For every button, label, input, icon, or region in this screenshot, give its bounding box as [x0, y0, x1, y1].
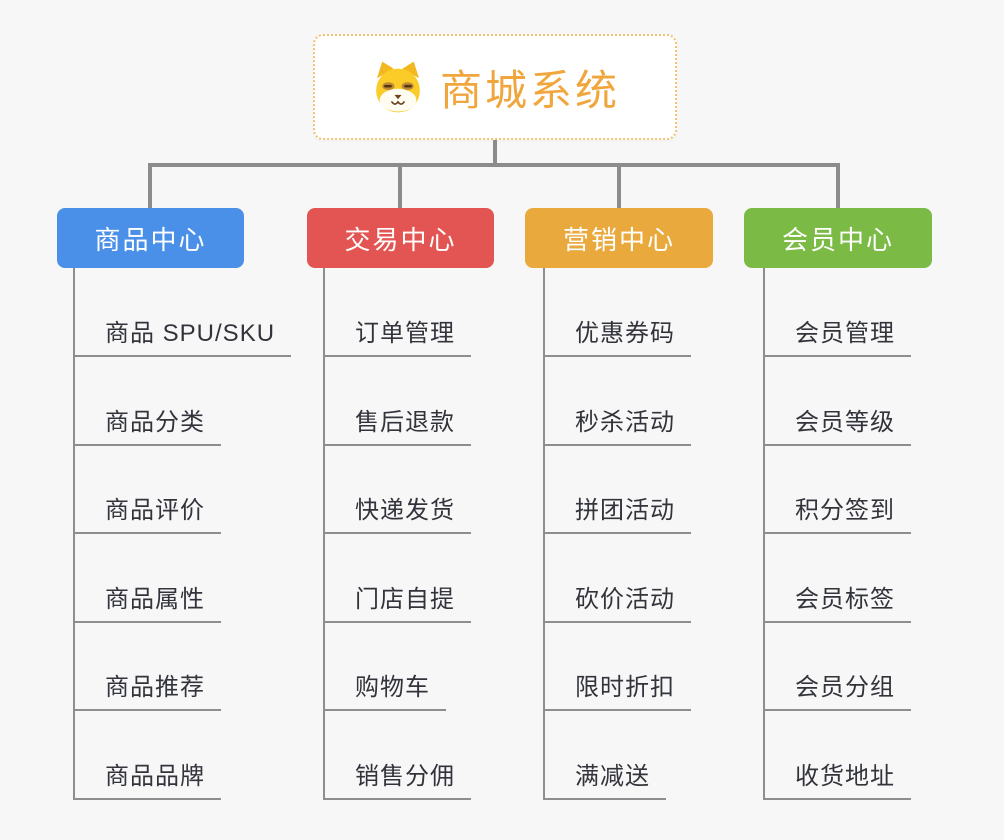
- connector-drop-marketing: [617, 167, 621, 210]
- branch-label: 营销中心: [562, 224, 675, 255]
- leaf-item[interactable]: 商品 SPU/SKU: [73, 317, 292, 357]
- leaf-item[interactable]: 拼团活动: [543, 494, 691, 534]
- leaf-item[interactable]: 砍价活动: [543, 583, 691, 623]
- branch-node-product-center[interactable]: 商品中心: [57, 208, 244, 268]
- branch-trunk-line: [323, 268, 325, 800]
- branch-trunk-line: [543, 268, 545, 800]
- leaf-item[interactable]: 快递发货: [323, 494, 471, 534]
- leaf-item[interactable]: 订单管理: [323, 317, 471, 357]
- root-title: 商城系统: [439, 66, 620, 114]
- leaf-label: 商品属性: [73, 583, 221, 623]
- leaf-label: 商品品牌: [73, 760, 221, 800]
- leaf-label: 会员等级: [763, 406, 911, 446]
- leaf-item[interactable]: 限时折扣: [543, 671, 691, 711]
- leaf-label: 商品分类: [73, 406, 221, 446]
- branch-column-trade: 订单管理 售后退款 快递发货 门店自提 购物车 销售分佣: [323, 268, 573, 802]
- leaf-label: 满减送: [543, 760, 666, 800]
- leaf-item[interactable]: 商品分类: [73, 406, 221, 446]
- root-node[interactable]: 商城系统: [313, 34, 677, 140]
- leaf-label: 门店自提: [323, 583, 471, 623]
- leaf-item[interactable]: 会员标签: [763, 583, 911, 623]
- leaf-item[interactable]: 满减送: [543, 760, 666, 800]
- leaf-item[interactable]: 购物车: [323, 671, 446, 711]
- leaf-item[interactable]: 秒杀活动: [543, 406, 691, 446]
- leaf-label: 购物车: [323, 671, 446, 711]
- branch-column-marketing: 优惠券码 秒杀活动 拼团活动 砍价活动 限时折扣 满减送: [543, 268, 793, 802]
- branch-node-member-center[interactable]: 会员中心: [744, 208, 932, 268]
- leaf-item[interactable]: 会员分组: [763, 671, 911, 711]
- leaf-item[interactable]: 售后退款: [323, 406, 471, 446]
- connector-drop-member: [836, 167, 840, 210]
- branch-trunk-line: [73, 268, 75, 800]
- leaf-item[interactable]: 门店自提: [323, 583, 471, 623]
- leaf-label: 商品评价: [73, 494, 221, 534]
- leaf-label: 限时折扣: [543, 671, 691, 711]
- leaf-item[interactable]: 会员管理: [763, 317, 911, 357]
- leaf-label: 秒杀活动: [543, 406, 691, 446]
- leaf-label: 售后退款: [323, 406, 471, 446]
- leaf-label: 销售分佣: [323, 760, 471, 800]
- leaf-item[interactable]: 商品评价: [73, 494, 221, 534]
- connector-horizontal: [148, 163, 840, 167]
- leaf-item[interactable]: 销售分佣: [323, 760, 471, 800]
- leaf-label: 会员管理: [763, 317, 911, 357]
- leaf-label: 拼团活动: [543, 494, 691, 534]
- leaf-label: 订单管理: [323, 317, 471, 357]
- leaf-item[interactable]: 会员等级: [763, 406, 911, 446]
- leaf-item[interactable]: 优惠券码: [543, 317, 691, 357]
- leaf-label: 会员标签: [763, 583, 911, 623]
- leaf-label: 积分签到: [763, 494, 911, 534]
- branch-label: 会员中心: [781, 224, 894, 255]
- leaf-label: 优惠券码: [543, 317, 691, 357]
- branch-node-trade-center[interactable]: 交易中心: [307, 208, 494, 268]
- leaf-item[interactable]: 收货地址: [763, 760, 911, 800]
- leaf-label: 砍价活动: [543, 583, 691, 623]
- dog-face-icon: [376, 61, 420, 113]
- leaf-label: 商品推荐: [73, 671, 221, 711]
- leaf-label: 商品 SPU/SKU: [73, 317, 292, 357]
- leaf-item[interactable]: 商品属性: [73, 583, 221, 623]
- branch-column-product: 商品 SPU/SKU 商品分类 商品评价 商品属性 商品推荐 商品品牌: [73, 268, 323, 802]
- connector-drop-trade: [398, 167, 402, 210]
- branch-label: 交易中心: [344, 224, 457, 255]
- connector-root-drop: [493, 140, 497, 167]
- leaf-label: 快递发货: [323, 494, 471, 534]
- leaf-item[interactable]: 积分签到: [763, 494, 911, 534]
- leaf-label: 收货地址: [763, 760, 911, 800]
- leaf-item[interactable]: 商品品牌: [73, 760, 221, 800]
- leaf-item[interactable]: 商品推荐: [73, 671, 221, 711]
- branch-label: 商品中心: [94, 224, 207, 255]
- branch-trunk-line: [763, 268, 765, 800]
- branch-node-marketing-center[interactable]: 营销中心: [525, 208, 713, 268]
- leaf-label: 会员分组: [763, 671, 911, 711]
- connector-drop-product: [148, 167, 152, 210]
- branch-column-member: 会员管理 会员等级 积分签到 会员标签 会员分组 收货地址: [763, 268, 1004, 802]
